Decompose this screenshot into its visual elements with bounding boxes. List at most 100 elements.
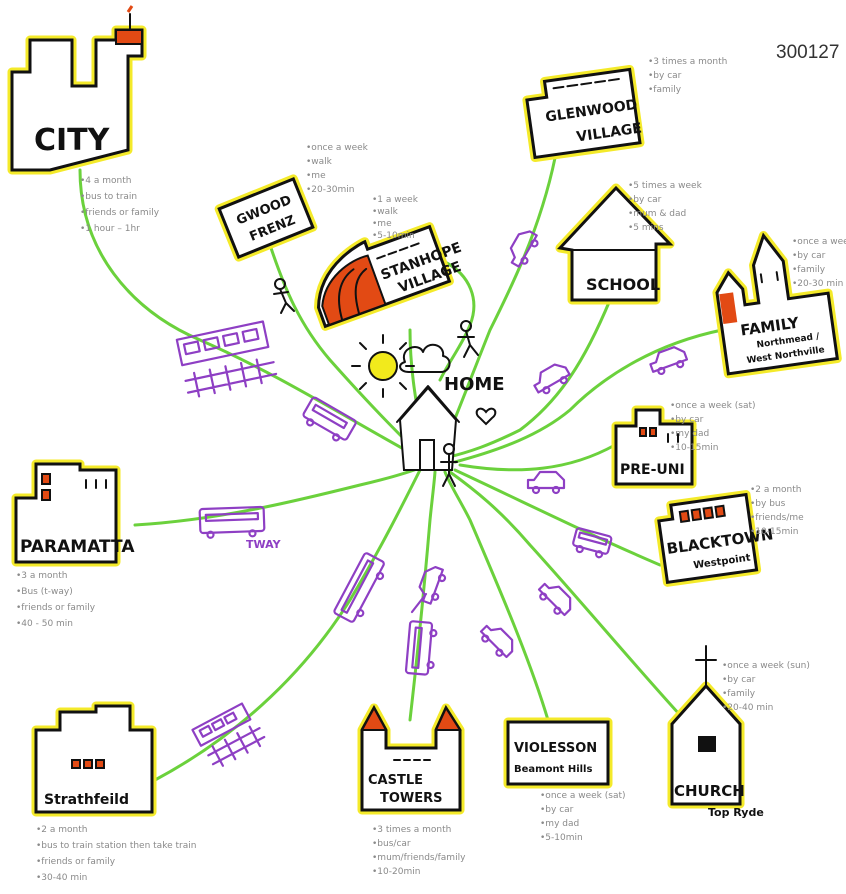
blacktown-notes: •2 a month •by bus •friends/me •10-15min [750, 485, 804, 537]
svg-text:•by car: •by car [540, 805, 574, 815]
svg-text:•friends or family: •friends or family [36, 857, 116, 867]
place-blacktown: BLACKTOWN Westpoint •2 a month •by bus •… [654, 485, 804, 587]
road-castle [408, 470, 437, 722]
castle-notes: •3 times a month •bus/car •mum/friends/f… [372, 825, 466, 877]
stanhope-notes: •1 a week •walk •me •5-10min [372, 195, 419, 241]
home-label: HOME [444, 374, 505, 395]
place-castle-towers: CASTLE TOWERS •3 times a month •bus/car … [357, 703, 466, 877]
church-label: CHURCH [674, 782, 745, 800]
svg-text:•10-20min: •10-20min [372, 867, 420, 877]
svg-text:•me: •me [306, 171, 326, 181]
svg-text:•20-30min: •20-30min [306, 185, 354, 195]
place-gwood-frenz: GWOOD FRENZ •once a week •walk •me •20-3… [214, 143, 369, 262]
svg-text:•friends or family: •friends or family [16, 603, 96, 613]
heart-icon [475, 407, 497, 426]
svg-text:•by car: •by car [628, 195, 662, 205]
roads [78, 156, 724, 782]
car-icon-preuni [526, 470, 566, 495]
slash-mark [410, 592, 428, 614]
walker-icon-gwood [273, 278, 295, 314]
svg-text:•walk: •walk [306, 157, 333, 167]
pre-uni-notes: •once a week (sat) •by car •my dad •10-1… [670, 401, 756, 453]
gwood-notes: •once a week •walk •me •20-30min [306, 143, 369, 195]
svg-text:•once a week (sun): •once a week (sun) [722, 661, 810, 671]
school-label: SCHOOL [586, 275, 660, 294]
place-pre-uni: PRE-UNI •once a week (sat) •by car •my d… [611, 401, 756, 489]
svg-text:•once a week: •once a week [792, 237, 846, 247]
bus-icon-paramatta [198, 505, 266, 539]
bus-icon-strathfeild [333, 552, 385, 623]
walker-icon-stanhope [457, 320, 479, 358]
violesson-label-1: VIOLESSON [514, 741, 597, 756]
train-icon-strathfeild [191, 702, 266, 767]
strathfeild-notes: •2 a month •bus to train station then ta… [36, 825, 196, 883]
place-stanhope-village: STANHOPE VILLAGE •1 a week •walk •me •5-… [314, 195, 464, 331]
road-school [443, 298, 612, 460]
svg-text:•family: •family [722, 689, 756, 699]
car-icon-church [537, 582, 572, 617]
tway-label: TWAY [246, 538, 282, 551]
bus-icon-castle [404, 620, 438, 676]
svg-text:•Bus (t-way): •Bus (t-way) [16, 587, 73, 597]
paramatta-label: PARAMATTA [20, 537, 135, 557]
svg-text:•friends or family: •friends or family [80, 208, 160, 218]
family-notes: •once a week •by car •family •20-30 min [792, 237, 846, 289]
house-icon [396, 385, 460, 471]
castle-label-1: CASTLE [368, 773, 423, 788]
car-icon-violesson [479, 624, 514, 659]
road-blacktown [453, 468, 662, 567]
place-family: FAMILY Northmead / West Northville •once… [712, 231, 846, 379]
svg-text:•friends/me: •friends/me [750, 513, 804, 523]
svg-text:•once a week (sat): •once a week (sat) [540, 791, 626, 801]
road-church [448, 470, 682, 717]
place-strathfeild: Strathfeild •2 a month •bus to train sta… [31, 701, 196, 883]
svg-text:•30-40 min: •30-40 min [36, 873, 87, 883]
svg-text:•family: •family [648, 85, 682, 95]
place-violesson: VIOLESSON Beamont Hills •once a week (sa… [503, 717, 626, 843]
place-city: CITY •4 a month •bus to train •friends o… [7, 5, 160, 234]
svg-text:•family: •family [792, 265, 826, 275]
svg-text:•by car: •by car [648, 71, 682, 81]
city-label: CITY [34, 123, 111, 158]
stick-figure-icon [440, 443, 458, 487]
svg-text:•5-10min: •5-10min [540, 833, 583, 843]
car-icon-castle [418, 565, 447, 605]
svg-text:•bus/car: •bus/car [372, 839, 411, 849]
bus-icon-blacktown [572, 527, 613, 559]
svg-text:•5 times a week: •5 times a week [628, 181, 703, 191]
svg-text:•3 times a month: •3 times a month [648, 57, 727, 67]
svg-text:•1 hour – 1hr: •1 hour – 1hr [80, 224, 140, 234]
svg-text:•10-15min: •10-15min [670, 443, 718, 453]
pre-uni-label: PRE-UNI [620, 462, 685, 478]
svg-text:•by car: •by car [722, 675, 756, 685]
svg-text:•by car: •by car [670, 415, 704, 425]
road-preuni [458, 443, 617, 472]
svg-text:•walk: •walk [372, 207, 399, 217]
road-violesson [443, 470, 550, 722]
paramatta-notes: •3 a month •Bus (t-way) •friends or fami… [16, 571, 96, 629]
place-church: CHURCH Top Ryde •once a week (sun) •by c… [667, 645, 810, 819]
road-strathfeild [153, 468, 422, 782]
svg-text:•my dad: •my dad [540, 819, 579, 829]
svg-text:•10-15min: •10-15min [750, 527, 798, 537]
svg-text:•4 a month: •4 a month [80, 176, 131, 186]
svg-text:•me: •me [372, 219, 392, 229]
svg-text:•my dad: •my dad [670, 429, 709, 439]
place-paramatta: PARAMATTA •3 a month •Bus (t-way) •frien… [11, 459, 135, 629]
car-icon-family [649, 346, 689, 376]
svg-text:•3 times a month: •3 times a month [372, 825, 451, 835]
svg-text:•by car: •by car [792, 251, 826, 261]
svg-text:•1 a week: •1 a week [372, 195, 419, 205]
svg-text:•5-10min: •5-10min [372, 231, 415, 241]
svg-text:•by bus: •by bus [750, 499, 786, 509]
car-icon-glenwood [509, 230, 539, 268]
id-code: 300127 [776, 42, 839, 63]
svg-text:•bus to train station then tak: •bus to train station then take train [36, 841, 196, 851]
strathfeild-label: Strathfeild [44, 792, 129, 808]
vehicles: TWAY [175, 230, 689, 767]
place-school: SCHOOL •5 times a week •by car •mum & da… [555, 181, 703, 305]
road-family [453, 328, 724, 464]
school-notes: •5 times a week •by car •mum & dad •5 mi… [628, 181, 703, 233]
road-glenwood [438, 156, 557, 457]
svg-text:•20-40 min: •20-40 min [722, 703, 773, 713]
